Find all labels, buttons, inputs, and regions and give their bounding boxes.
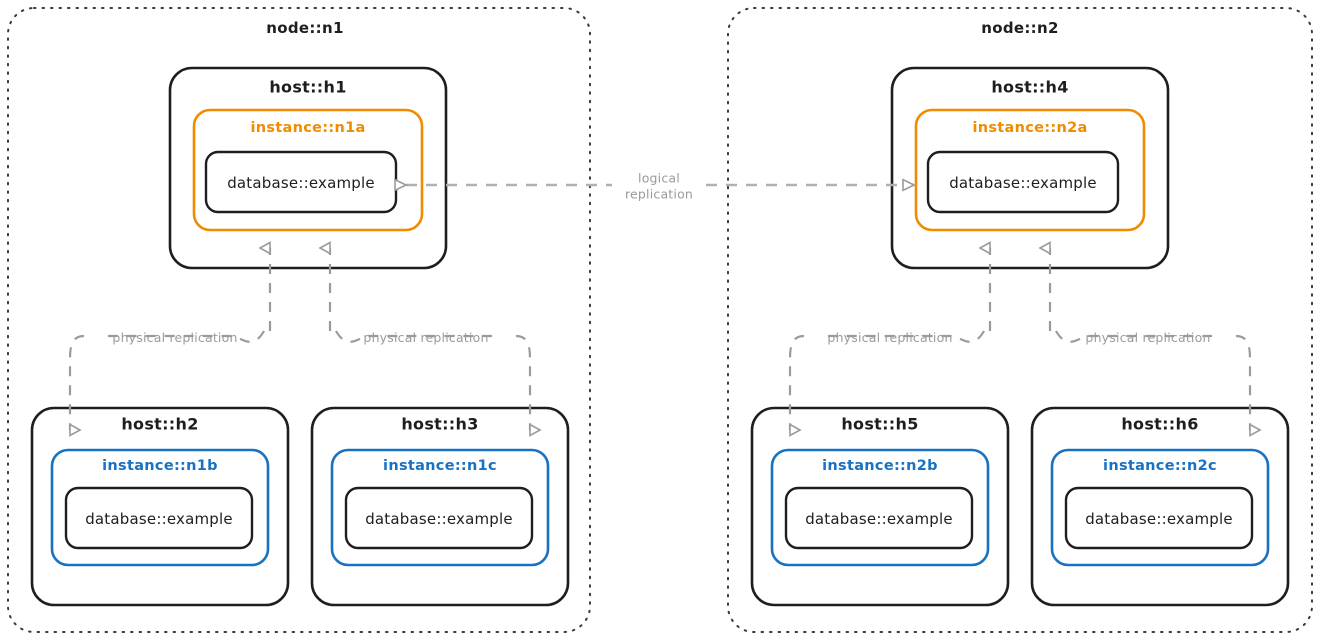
edge-physical-replication-h2-h1[interactable] (68, 241, 272, 437)
database-box-n2a[interactable] (926, 150, 1120, 214)
database-box-n1a[interactable] (204, 150, 398, 214)
node-container-n1 (7, 7, 591, 633)
node-container-n2 (727, 7, 1313, 633)
edge-physical-replication-h6-h4[interactable] (1038, 241, 1262, 437)
edge-physical-replication-h5-h4[interactable] (788, 241, 992, 437)
database-box-n2b[interactable] (784, 486, 974, 550)
database-box-n1c[interactable] (344, 486, 534, 550)
database-box-n1b[interactable] (64, 486, 254, 550)
edge-physical-replication-h3-h1[interactable] (318, 241, 542, 437)
database-box-n2c[interactable] (1064, 486, 1254, 550)
